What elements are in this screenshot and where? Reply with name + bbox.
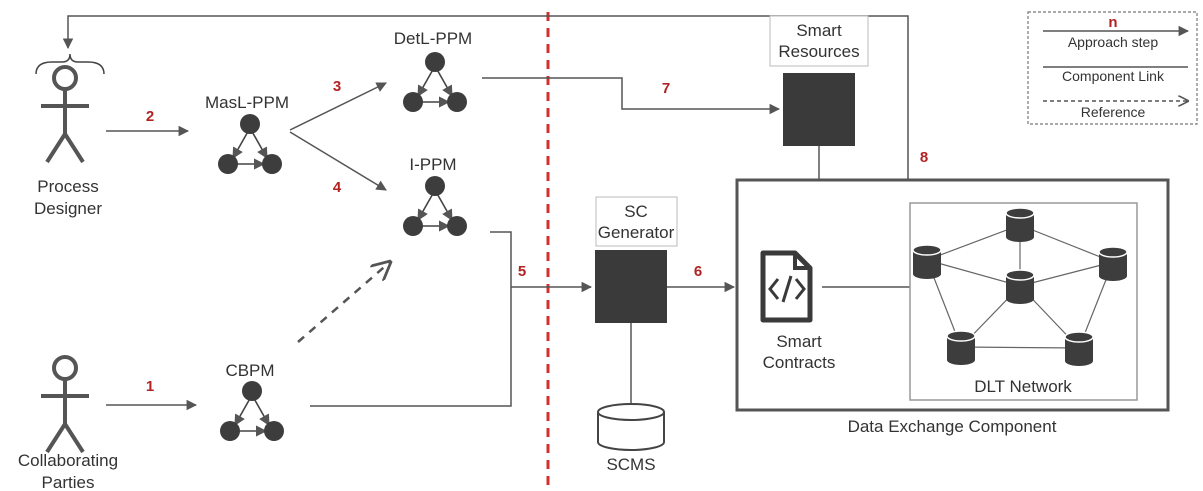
step-1-number: 1 <box>146 378 154 395</box>
dlt-network-label: DLT Network <box>974 377 1072 396</box>
cbpm-label: CBPM <box>225 361 274 380</box>
smart-resources-box <box>783 73 855 146</box>
step-4-number: 4 <box>333 179 342 196</box>
scms-label: SCMS <box>606 455 655 474</box>
sc-generator-box <box>595 250 667 323</box>
legend-step-marker: n <box>1108 14 1117 31</box>
scms-icon-top <box>597 403 665 421</box>
step-8-number: 8 <box>920 149 928 166</box>
step-4-arrow <box>289 131 387 191</box>
legend-approach-step: Approach step <box>1068 34 1158 50</box>
designer-brace <box>35 53 105 75</box>
scms-icon <box>597 412 665 451</box>
step-3-number: 3 <box>333 78 341 95</box>
legend-reference: Reference <box>1081 104 1146 120</box>
legend: n Approach step Component Link Reference <box>1027 11 1198 125</box>
step-2-number: 2 <box>146 108 154 125</box>
legend-component-link: Component Link <box>1062 68 1165 84</box>
step-3-arrow <box>289 82 387 131</box>
cbpm-icon <box>220 381 284 441</box>
feedback-link <box>62 15 909 180</box>
reference-arrow <box>297 262 390 343</box>
dlt-node-icon <box>1005 269 1035 305</box>
detl-ppm-icon <box>403 52 467 112</box>
dlt-node-icon <box>946 330 976 366</box>
step-5-number: 5 <box>518 263 526 280</box>
step-7-number: 7 <box>662 80 670 97</box>
detl-ppm-label: DetL-PPM <box>394 29 472 48</box>
step-7-arrow <box>482 77 781 115</box>
step-6-number: 6 <box>694 263 702 280</box>
smart-contract-icon <box>760 250 813 323</box>
cbpm-link <box>310 287 512 407</box>
sc-generator-label-box <box>595 196 678 247</box>
masl-ppm-icon <box>218 114 282 174</box>
dlt-node-icon <box>1064 331 1094 367</box>
collaborating-parties-icon <box>39 355 91 454</box>
dlt-node-icon <box>1098 246 1128 282</box>
process-designer-icon <box>39 65 91 164</box>
data-exchange-label: Data Exchange Component <box>848 417 1057 436</box>
i-ppm-icon <box>403 176 467 236</box>
dlt-node-icon <box>1005 207 1035 243</box>
smart-resources-label-box <box>769 15 869 67</box>
masl-ppm-label: MasL-PPM <box>205 93 289 112</box>
dlt-node-icon <box>912 244 942 280</box>
data-exchange-component <box>735 178 1170 412</box>
ippm-link <box>490 231 512 287</box>
i-ppm-label: I-PPM <box>409 155 456 174</box>
